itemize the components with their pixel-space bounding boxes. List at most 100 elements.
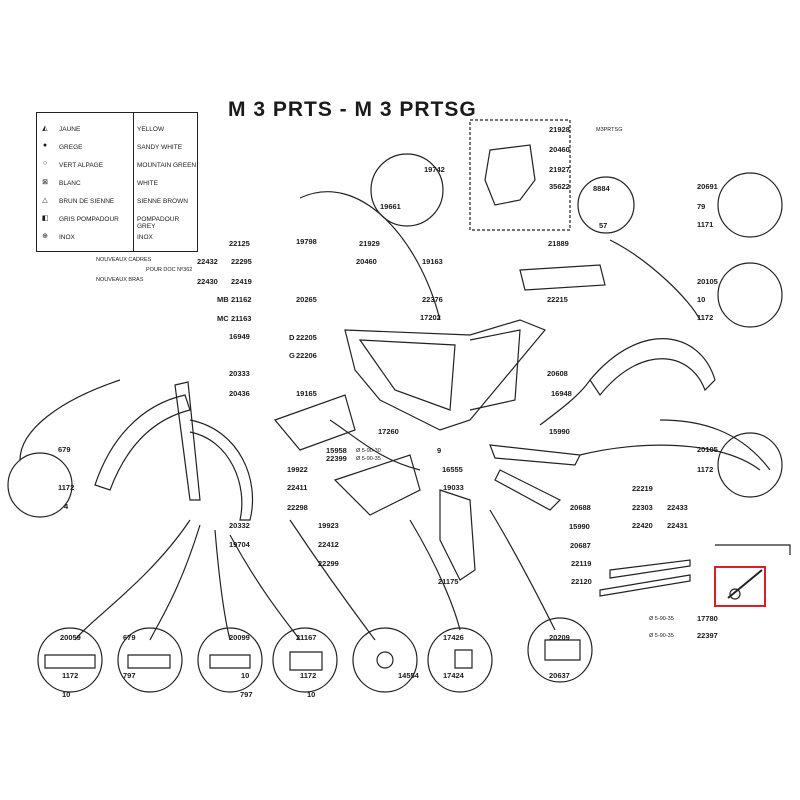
part-label: 22215 [547, 295, 568, 304]
part-label: 19704 [229, 540, 250, 549]
part-label: 22432 [197, 257, 218, 266]
part-label: 19798 [296, 237, 317, 246]
part-label: 19165 [296, 389, 317, 398]
part-label: 10 [241, 671, 250, 680]
legend-symbol: ◭ [42, 125, 48, 132]
part-label: 20688 [570, 503, 591, 512]
selected-part-highlight[interactable] [714, 566, 766, 607]
legend-row: ⊕ INOX INOX [37, 229, 197, 247]
part-label: 22303 [632, 503, 653, 512]
part-label: 17426 [443, 633, 464, 642]
part-label: 1172 [62, 671, 79, 680]
part-label: 21889 [548, 239, 569, 248]
part-label: 679 [58, 445, 71, 454]
part-label: 22411 [287, 483, 308, 492]
part-label: 21167 [296, 633, 317, 642]
part-label: 15990 [549, 427, 570, 436]
part-label: 10 [62, 690, 71, 699]
part-label: 14554 [398, 671, 419, 680]
part-label: 1172 [697, 465, 714, 474]
part-label: 22399 [326, 454, 347, 463]
leader-top-left [299, 191, 441, 321]
part-label: 10 [307, 690, 316, 699]
legend-row: ◭ JAUNE YELLOW [37, 121, 197, 139]
part-label: 22120 [571, 577, 592, 586]
legend-row: ● GREGE SANDY WHITE [37, 139, 197, 157]
legend-row: △ BRUN DE SIENNE SIENNE BROWN [37, 193, 197, 211]
part-label: 22419 [231, 277, 252, 286]
part-label: 9 [437, 446, 442, 455]
part-label: 21175 [438, 577, 459, 586]
part-label: 20687 [570, 541, 591, 550]
part-label: 17424 [443, 671, 464, 680]
part-label: 20265 [296, 295, 317, 304]
part-label: 20460 [356, 257, 377, 266]
part-label: 20608 [547, 369, 568, 378]
dimension-label: Ø 5-90-35 [356, 456, 381, 462]
part-label: 20209 [549, 633, 570, 642]
part-label: 19922 [287, 465, 308, 474]
dimension-label: Ø 5-90-35 [649, 616, 674, 622]
part-label: 21162 [231, 295, 252, 304]
part-label: 79 [697, 202, 706, 211]
part-label: 16948 [551, 389, 572, 398]
legend-symbol: ○ [42, 160, 48, 167]
part-label: 22412 [318, 540, 339, 549]
legend-symbol: △ [42, 197, 48, 204]
part-label: 20460 [549, 145, 570, 154]
part-label: 4 [64, 502, 69, 511]
part-label-prefix: MB [217, 295, 229, 304]
part-label: 21927 [549, 165, 570, 174]
part-label: 22420 [632, 521, 653, 530]
note-nouveaux-cadres: NOUVEAUX CADRES [96, 257, 152, 263]
part-label: 22431 [667, 521, 688, 530]
legend-symbol: ● [42, 142, 48, 149]
part-label: 22219 [632, 484, 653, 493]
page-title: M 3 PRTS - M 3 PRTSG [228, 98, 477, 121]
part-label: 35622 [549, 182, 570, 191]
legend-row: ◧ GRIS POMPADOUR POMPADOUR GREY [41, 215, 180, 230]
part-label: 20105 [697, 277, 718, 286]
part-label: 19033 [443, 483, 464, 492]
part-label: 20691 [697, 182, 718, 191]
part-label: 19661 [380, 202, 401, 211]
note-nouveaux-bras: NOUVEAUX BRAS [96, 277, 144, 283]
part-label: 20105 [697, 445, 718, 454]
dimension-label: Ø 5-90-30 [356, 448, 381, 454]
legend-row: ○ VERT ALPAGE MOUNTAIN GREEN [37, 157, 197, 175]
part-label: 17780 [697, 614, 718, 623]
legend-symbol: ◧ [41, 215, 49, 222]
part-label: 16949 [229, 332, 250, 341]
part-label: 22298 [287, 503, 308, 512]
part-label-prefix: G [289, 351, 295, 360]
part-label: 57 [599, 221, 608, 230]
part-label: 8884 [593, 184, 610, 193]
part-label: 19923 [318, 521, 339, 530]
part-label: 21928 [549, 125, 570, 134]
part-label: 15958 [326, 446, 347, 455]
part-label: 22295 [231, 257, 252, 266]
note-pour-doc: POUR DOC Nº362 [146, 267, 193, 273]
note-m3prtsg: M3PRTSG [596, 127, 623, 133]
part-label: 20332 [229, 521, 250, 530]
part-label: 19163 [422, 257, 443, 266]
part-label: 21929 [359, 239, 380, 248]
part-label: 20059 [60, 633, 81, 642]
part-label-prefix: D [289, 333, 295, 342]
part-label: 20099 [229, 633, 250, 642]
part-label: 1172 [300, 671, 317, 680]
part-label: 21163 [231, 314, 252, 323]
legend-row: ⊠ BLANC WHITE [37, 175, 197, 193]
part-label: 22433 [667, 503, 688, 512]
part-label: 10 [697, 295, 706, 304]
part-label: 15990 [569, 522, 590, 531]
part-label: 20436 [229, 389, 250, 398]
part-label: 679 [123, 633, 136, 642]
part-label-prefix: MC [217, 314, 229, 323]
part-label: 20333 [229, 369, 250, 378]
part-label: 22299 [318, 559, 339, 568]
part-label: 19742 [424, 165, 445, 174]
dimension-label: Ø 5-90-35 [649, 633, 674, 639]
part-label: 22205 [296, 333, 317, 342]
